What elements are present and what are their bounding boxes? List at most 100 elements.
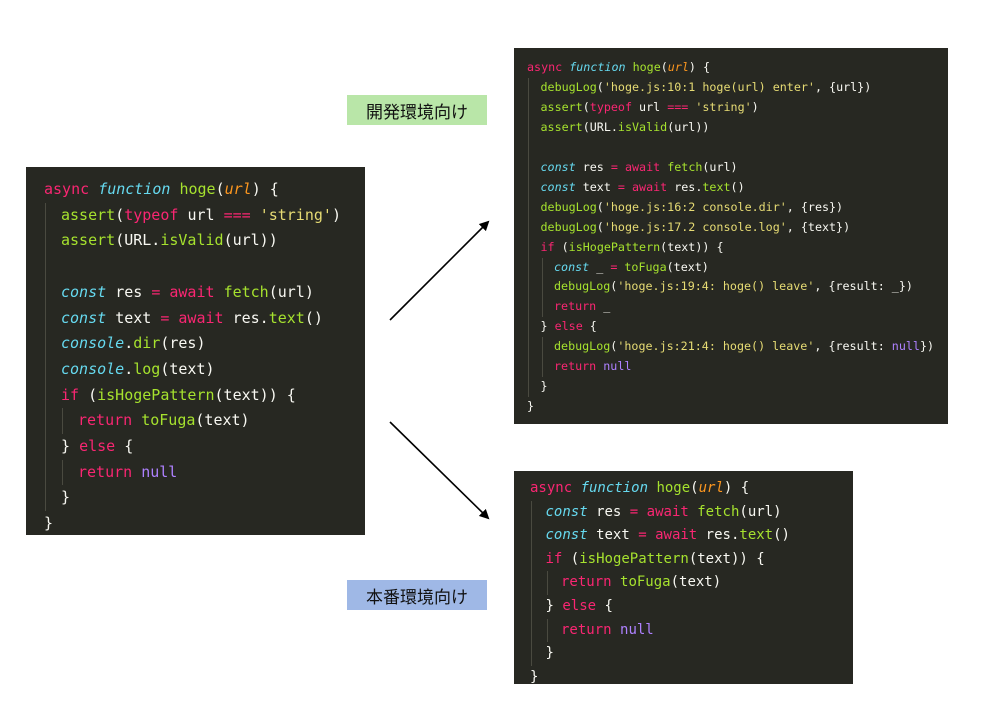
code-token: , {result: bbox=[814, 339, 892, 354]
code-token: (URL. bbox=[582, 119, 618, 134]
code-token: , {result: _}) bbox=[814, 279, 913, 294]
code-token: ) { bbox=[251, 180, 279, 198]
code-token: ) bbox=[751, 99, 759, 114]
code-token: async bbox=[530, 480, 581, 496]
code-panel-prod: async function hoge(url) {const res = aw… bbox=[514, 471, 853, 685]
code-token: null bbox=[141, 462, 178, 481]
code-token: res. bbox=[705, 527, 740, 544]
code-token: typeof bbox=[124, 205, 188, 224]
code-token: async bbox=[527, 60, 570, 74]
code-token: toFuga bbox=[141, 411, 196, 430]
code-token: res. bbox=[674, 179, 703, 194]
indent-guide bbox=[45, 485, 46, 512]
indent-guide bbox=[541, 297, 543, 318]
code-token: await bbox=[178, 308, 233, 327]
indent-guide bbox=[528, 77, 529, 98]
code-line: debugLog('hoge.js:16:2 console.dir', {re… bbox=[527, 197, 948, 218]
label-prod-environment: 本番環境向け bbox=[347, 580, 487, 610]
code-token: { bbox=[124, 437, 134, 456]
code-token: typeof bbox=[589, 99, 640, 114]
code-token: function bbox=[98, 180, 180, 198]
indent-guide bbox=[528, 217, 529, 238]
code-token: } bbox=[527, 399, 535, 414]
arrow-to-dev bbox=[389, 220, 490, 321]
code-token: else bbox=[554, 319, 590, 334]
code-token: ( bbox=[115, 205, 125, 224]
indent-guide bbox=[45, 434, 46, 460]
code-token: assert bbox=[61, 231, 116, 250]
code-token: toFuga bbox=[624, 259, 667, 274]
indent-guide bbox=[531, 547, 532, 572]
indent-guide bbox=[528, 137, 529, 158]
indent-guide bbox=[541, 257, 543, 278]
code-token: function bbox=[569, 60, 633, 74]
code-token: ( bbox=[690, 480, 699, 496]
code-line: debugLog('hoge.js:10:1 hoge(url) enter',… bbox=[527, 77, 948, 98]
code-token: await bbox=[646, 503, 698, 520]
code-token: return bbox=[554, 359, 604, 374]
code-token: ( bbox=[610, 279, 618, 294]
code-token: console bbox=[61, 359, 125, 378]
code-token: url bbox=[698, 480, 724, 496]
code-line: if (isHogePattern(text)) { bbox=[530, 547, 853, 572]
code-token: } bbox=[44, 514, 54, 533]
code-token: await bbox=[169, 282, 224, 301]
code-line: if (isHogePattern(text)) { bbox=[527, 237, 948, 258]
indent-guide bbox=[45, 279, 46, 306]
code-line: } bbox=[530, 666, 853, 690]
code-token: } bbox=[540, 319, 555, 334]
code-line: const text = await res.text() bbox=[530, 524, 853, 548]
code-token: ( bbox=[88, 385, 98, 404]
code-token: ( bbox=[215, 180, 225, 198]
code-token: ( bbox=[570, 550, 580, 567]
code-token: ( bbox=[582, 99, 590, 114]
code-token: return bbox=[554, 299, 604, 314]
code-token: hoge bbox=[632, 60, 661, 74]
code-token: return bbox=[78, 462, 142, 481]
code-token: text bbox=[739, 527, 774, 544]
code-line: assert(URL.isValid(url)) bbox=[527, 117, 948, 138]
code-token: const bbox=[540, 159, 583, 174]
code-token: _ bbox=[596, 259, 611, 274]
code-line: assert(URL.isValid(url)) bbox=[44, 228, 365, 255]
indent-guide bbox=[45, 305, 46, 332]
code-token: await bbox=[655, 527, 706, 544]
code-token: return bbox=[561, 621, 621, 638]
code-token: res bbox=[596, 503, 630, 520]
code-token: ( bbox=[596, 199, 604, 214]
code-token: const bbox=[540, 179, 583, 194]
code-token: debugLog bbox=[540, 219, 597, 234]
code-panel-original: async function hoge(url) {assert(typeof … bbox=[26, 167, 365, 535]
code-line: debugLog('hoge.js:19:4: hoge() leave', {… bbox=[527, 277, 948, 298]
indent-guide bbox=[528, 97, 529, 118]
code-token: debugLog bbox=[554, 279, 611, 294]
code-token: (url) bbox=[702, 159, 738, 174]
code-token: debugLog bbox=[540, 79, 597, 94]
code-line: } else { bbox=[44, 434, 365, 460]
code-token: 'string' bbox=[259, 205, 332, 224]
code-token: isValid bbox=[617, 119, 668, 134]
code-token: log bbox=[133, 359, 161, 378]
code-token: assert bbox=[61, 205, 116, 224]
code-line: } bbox=[44, 511, 365, 537]
code-token: const bbox=[545, 527, 597, 544]
code-token: { bbox=[604, 597, 613, 614]
code-token: if bbox=[540, 239, 562, 254]
code-line: } bbox=[44, 485, 365, 512]
indent-guide bbox=[541, 277, 543, 298]
code-line: console.log(text) bbox=[44, 356, 365, 383]
code-token: , {res}) bbox=[786, 199, 844, 214]
indent-guide bbox=[45, 408, 46, 435]
code-line: assert(typeof url === 'string') bbox=[44, 202, 365, 229]
code-token: === bbox=[667, 99, 696, 114]
code-line: const _ = toFuga(text) bbox=[527, 257, 948, 278]
code-token: text bbox=[268, 308, 305, 327]
code-line: debugLog('hoge.js:17.2 console.log', {te… bbox=[527, 217, 948, 238]
code-token: isHogePattern bbox=[579, 550, 689, 567]
code-token: dir bbox=[133, 334, 161, 353]
code-token: isValid bbox=[160, 231, 224, 250]
code-token: null bbox=[603, 359, 632, 374]
indent-guide bbox=[528, 117, 529, 138]
code-token: } bbox=[61, 437, 80, 456]
